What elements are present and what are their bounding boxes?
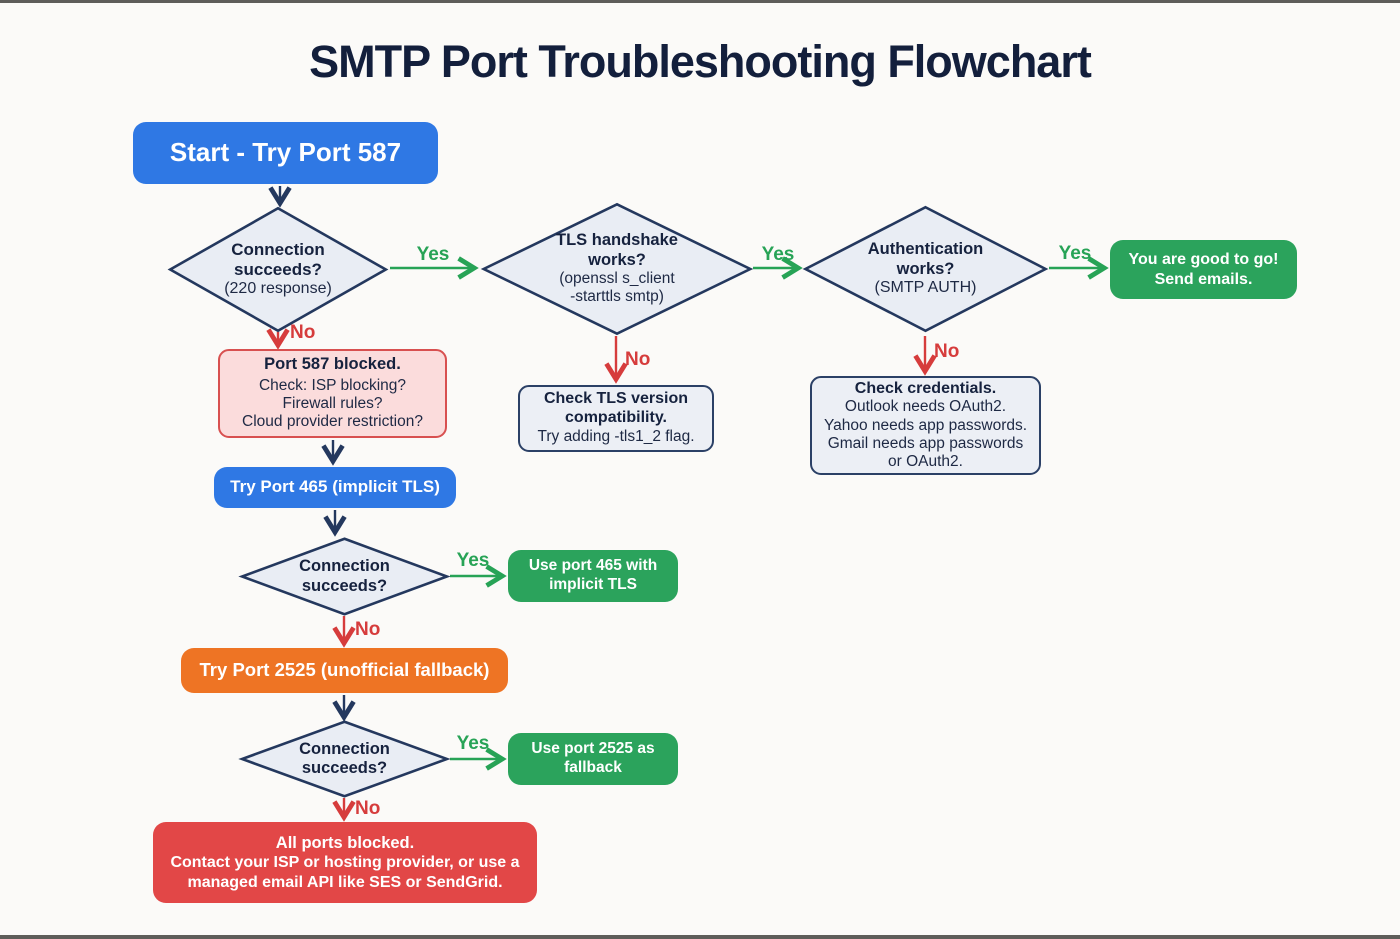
check-credentials-line: Yahoo needs app passwords.: [823, 416, 1028, 434]
page-title: SMTP Port Troubleshooting Flowchart: [309, 36, 1092, 87]
decision-subline: (220 response): [224, 280, 332, 298]
label-yes-conn2525: Yes: [456, 733, 490, 754]
decision-connection-465: Connection succeeds?: [240, 538, 449, 615]
check-tls-node: Check TLS version compatibility. Try add…: [518, 385, 714, 452]
check-tls-title: Check TLS version: [543, 390, 689, 408]
top-edge-artifact: [0, 0, 1400, 3]
decision-line: Connection: [299, 739, 390, 758]
check-credentials-line: Outlook needs OAuth2.: [844, 398, 1007, 416]
decision-subline: (SMTP AUTH): [874, 279, 977, 297]
decision-line: Connection: [299, 557, 390, 576]
label-yes-auth: Yes: [1058, 243, 1092, 264]
check-credentials-node: Check credentials. Outlook needs OAuth2.…: [810, 376, 1041, 475]
label-yes-tls: Yes: [761, 244, 795, 265]
decision-tls-handshake: TLS handshake works? (openssl s_client -…: [481, 203, 753, 335]
decision-authentication: Authentication works? (SMTP AUTH): [803, 206, 1048, 332]
all-blocked-title: All ports blocked.: [275, 833, 415, 852]
decision-line: succeeds?: [301, 759, 388, 777]
label-no-conn2525: No: [355, 798, 381, 819]
decision-subline: -starttls smtp): [570, 288, 664, 306]
decision-connection-587: Connection succeeds? (220 response): [168, 207, 388, 332]
use-port-2525-line: Use port 2525 as: [531, 740, 655, 758]
good-to-go-line: Send emails.: [1154, 270, 1253, 288]
diamond-shape: [481, 203, 753, 335]
blocked-line: Firewall rules?: [282, 395, 383, 413]
decision-line: succeeds?: [301, 576, 388, 595]
use-port-465-line: Use port 465 with: [528, 557, 658, 575]
diamond-shape: [803, 206, 1048, 332]
label-yes-conn587: Yes: [416, 244, 450, 265]
port587-blocked-node: Port 587 blocked. Check: ISP blocking? F…: [218, 349, 447, 438]
good-to-go-line: You are good to go!: [1128, 250, 1279, 268]
label-no-tls: No: [625, 349, 651, 370]
diamond-shape: [240, 538, 449, 615]
decision-line: Authentication: [867, 240, 984, 259]
all-ports-blocked-node: All ports blocked. Contact your ISP or h…: [153, 822, 537, 903]
start-label: Start - Try Port 587: [169, 137, 402, 168]
use-port-465-node: Use port 465 with implicit TLS: [508, 550, 678, 602]
diamond-shape: [240, 721, 449, 797]
decision-line: succeeds?: [234, 260, 322, 280]
all-blocked-line: Contact your ISP or hosting provider, or…: [170, 854, 520, 872]
try-port-2525-label: Try Port 2525 (unofficial fallback): [199, 659, 490, 681]
use-port-465-line: implicit TLS: [549, 576, 637, 593]
check-credentials-title: Check credentials.: [854, 379, 997, 397]
check-tls-line: Try adding -tls1_2 flag.: [537, 428, 695, 446]
label-yes-conn465: Yes: [456, 550, 490, 571]
use-port-2525-node: Use port 2525 as fallback: [508, 733, 678, 785]
check-tls-title: compatibility.: [565, 409, 667, 427]
label-no-conn465: No: [355, 619, 381, 640]
decision-connection-2525: Connection succeeds?: [240, 721, 449, 797]
try-port-465-node: Try Port 465 (implicit TLS): [214, 467, 456, 508]
use-port-2525-line: fallback: [564, 759, 622, 776]
decision-subline: (openssl s_client: [559, 270, 675, 288]
decision-line: Connection: [231, 240, 325, 260]
start-node: Start - Try Port 587: [133, 122, 438, 184]
good-to-go-node: You are good to go! Send emails.: [1110, 240, 1297, 299]
blocked-line: Check: ISP blocking?: [258, 376, 407, 394]
blocked-title: Port 587 blocked.: [264, 355, 401, 374]
try-port-465-label: Try Port 465 (implicit TLS): [230, 477, 440, 497]
check-credentials-line: or OAuth2.: [888, 453, 963, 471]
try-port-2525-node: Try Port 2525 (unofficial fallback): [181, 648, 508, 693]
label-no-conn587: No: [290, 322, 316, 343]
decision-line: works?: [896, 259, 955, 278]
decision-line: works?: [588, 250, 646, 269]
label-no-auth: No: [934, 341, 960, 362]
all-blocked-line: managed email API like SES or SendGrid.: [187, 873, 503, 891]
check-credentials-line: Gmail needs app passwords: [827, 434, 1024, 452]
bottom-edge-artifact: [0, 935, 1400, 939]
decision-line: TLS handshake: [556, 231, 678, 250]
blocked-line: Cloud provider restriction?: [242, 413, 423, 431]
